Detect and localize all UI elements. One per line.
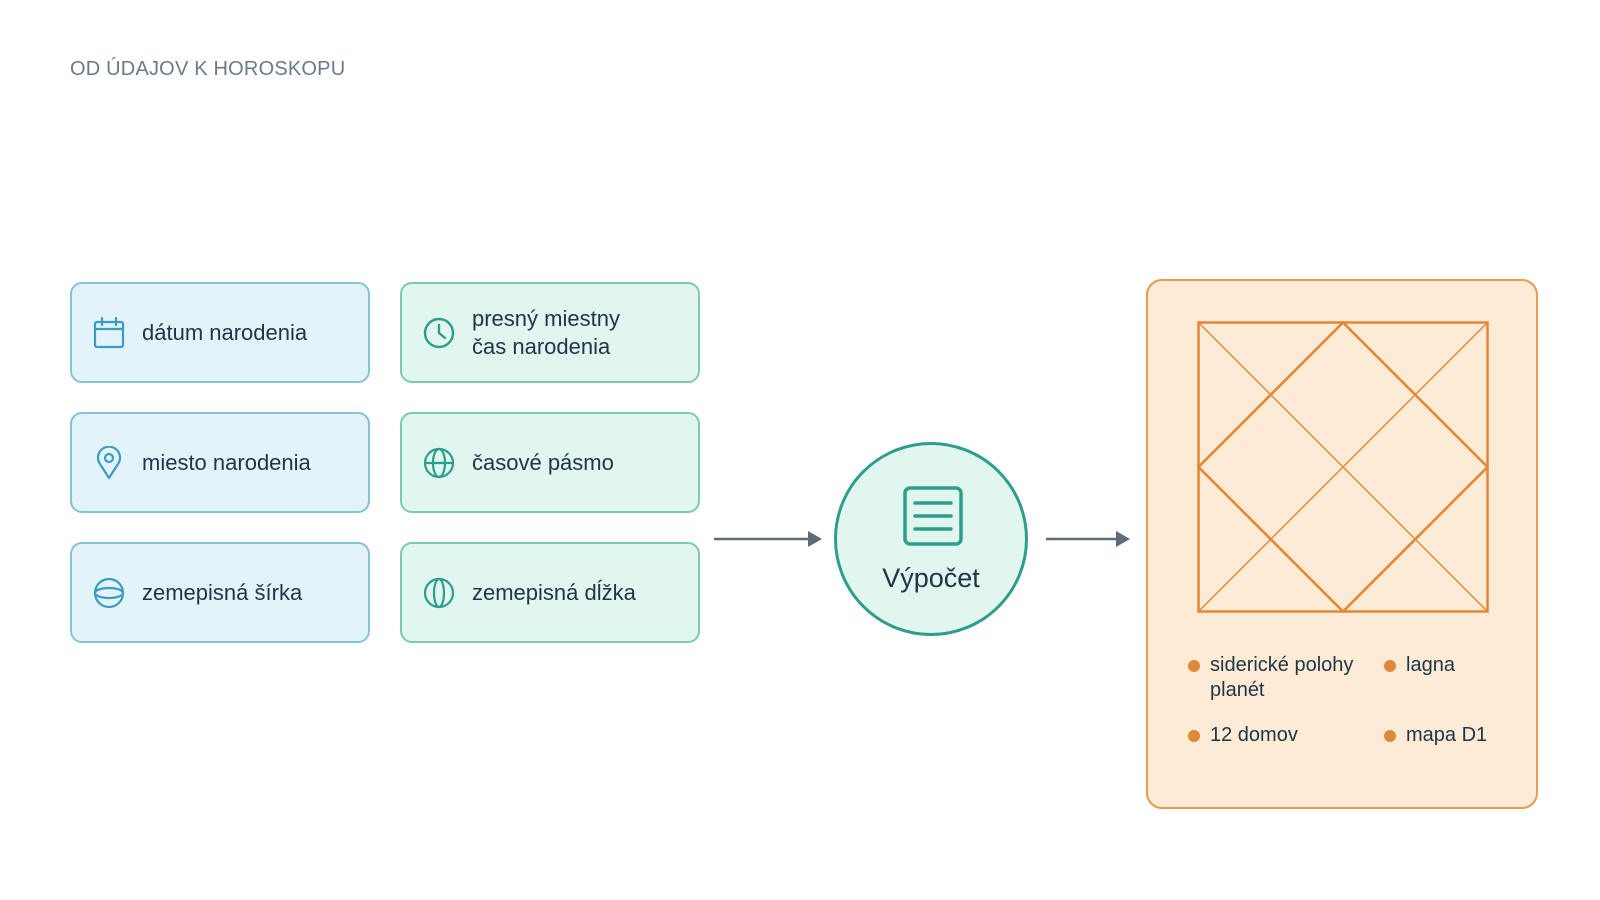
longitude-icon: [422, 576, 456, 610]
input-card-latitude: zemepisná šírka: [70, 542, 370, 643]
result-item-d1-chart: mapa D1: [1384, 723, 1487, 748]
north-indian-chart-diagram: [1197, 321, 1489, 613]
input-label: zemepisná dĺžka: [472, 579, 636, 605]
input-label: časové pásmo: [472, 449, 614, 475]
map-pin-icon: [92, 445, 126, 480]
arrow-to-calculation: [714, 531, 822, 547]
result-item-label: 12 domov: [1210, 724, 1298, 746]
document-lines-icon: [903, 486, 963, 546]
clock-icon: [422, 316, 456, 350]
result-item-12-houses: 12 domov: [1188, 723, 1298, 748]
bullet-dot: [1188, 660, 1200, 672]
calendar-icon: [92, 316, 126, 350]
result-item-label: mapa D1: [1406, 724, 1488, 746]
result-item-lagna: lagna: [1384, 653, 1455, 678]
calculation-node: Výpočet: [834, 442, 1028, 636]
result-item-sidereal-positions: siderické polohy planét: [1188, 653, 1353, 703]
input-label: miesto narodenia: [142, 449, 311, 475]
input-card-time-zone: časové pásmo: [400, 412, 700, 513]
input-card-birth-date: dátum narodenia: [70, 282, 370, 383]
bullet-dot: [1188, 730, 1200, 742]
bullet-dot: [1384, 730, 1396, 742]
input-label: zemepisná šírka: [142, 579, 303, 605]
input-label: dátum narodenia: [142, 319, 308, 345]
input-card-birth-place: miesto narodenia: [70, 412, 370, 513]
globe-icon: [422, 446, 456, 480]
input-card-longitude: zemepisná dĺžka: [400, 542, 700, 643]
result-item-label: lagna: [1406, 654, 1455, 676]
result-item-label: siderické polohy planét: [1210, 654, 1354, 701]
input-label: presný miestny čas narodenia: [472, 305, 620, 359]
arrow-to-result: [1046, 531, 1130, 547]
latitude-icon: [92, 576, 126, 610]
calculation-label: Výpočet: [882, 563, 980, 593]
input-card-local-time: presný miestny čas narodenia: [400, 282, 700, 383]
bullet-dot: [1384, 660, 1396, 672]
page-title: OD ÚDAJOV K HOROSKOPU: [70, 58, 346, 80]
result-panel: siderické polohy planét lagna 12 domov m…: [1146, 279, 1538, 809]
